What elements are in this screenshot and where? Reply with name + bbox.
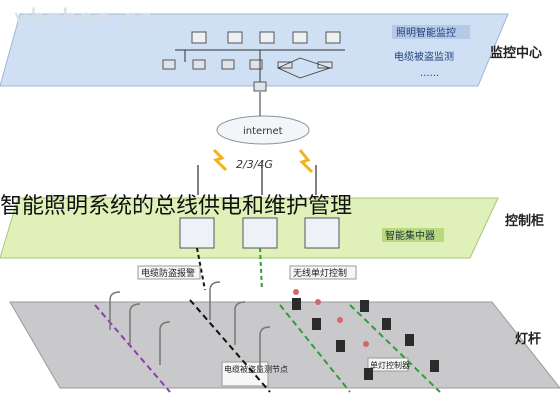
lamp-heads (293, 289, 369, 347)
controller-icon (382, 318, 391, 330)
callout-box (367, 357, 409, 372)
lamp-head-icon (363, 341, 369, 347)
server-icon (191, 31, 207, 44)
router-icon (253, 81, 267, 92)
lamp-pole-layer (9, 301, 560, 389)
concentrator-box (304, 217, 340, 249)
street-lamp-icon (159, 321, 171, 365)
lamp-head-icon (315, 299, 321, 305)
controller-icon (336, 340, 345, 352)
callout-theft-node: 电缆被盗监测节点 (224, 364, 288, 374)
computer-icon (192, 59, 206, 70)
street-lamp-group (109, 281, 271, 372)
lamp-head-icon (337, 317, 343, 323)
computer-icon (162, 59, 176, 70)
monitoring-label-2: 电缆被盗监测 (394, 50, 454, 63)
callout-box (289, 265, 357, 280)
green-cable (349, 304, 441, 393)
monitoring-label-box-1 (392, 25, 470, 39)
purple-cable (94, 304, 171, 393)
computer-icon (317, 61, 333, 69)
lightning-icon (212, 148, 228, 172)
side-label-control-cabinet: 控制柜 (505, 214, 545, 229)
green-cable (279, 304, 351, 393)
callout-lamp-controller: 单灯控制器 (370, 360, 410, 370)
lightning-icon (298, 149, 314, 174)
server-icon (227, 31, 243, 44)
concentrator-box (179, 217, 215, 249)
black-cable (189, 299, 271, 393)
controller-icon (292, 298, 301, 310)
side-label-monitoring-center: 监控中心 (490, 46, 543, 61)
watermark: ybzhan.cn (14, 4, 156, 32)
internet-label: internet (243, 126, 283, 137)
street-lamp-icon (109, 291, 121, 330)
server-icon (325, 31, 341, 44)
street-lamp-icon (129, 303, 141, 345)
computer-icon (221, 59, 235, 70)
monitoring-dots: ...... (420, 68, 439, 79)
concentrator-row (179, 217, 340, 249)
street-lamp-icon (259, 326, 271, 372)
controller-icon (405, 334, 414, 346)
concentrator-label: 智能集中器 (385, 229, 435, 242)
lamp-head-icon (293, 289, 299, 295)
callout-cable-alarm: 电缆防盗报警 (141, 267, 195, 279)
controller-icon (312, 318, 321, 330)
concentrator-label-box (382, 228, 444, 242)
server-row (191, 31, 341, 44)
controller-icon (430, 360, 439, 372)
server-icon (259, 31, 275, 44)
internet-cloud (216, 115, 310, 145)
callout-wireless: 无线单灯控制 (293, 267, 347, 279)
caption: 智能照明系统的总线供电和维护管理 (0, 194, 353, 219)
controller-icon (364, 368, 373, 380)
street-lamp-icon (234, 301, 246, 345)
concentrator-box (242, 217, 278, 249)
wireless-controllers (292, 298, 439, 380)
controller-icon (360, 300, 369, 312)
callout-box (137, 265, 201, 280)
street-lamp-icon (209, 281, 221, 320)
mobile-network-label: 2/3/4G (236, 158, 273, 171)
server-icon (292, 31, 308, 44)
monitoring-label-1: 照明智能监控 (396, 26, 456, 39)
side-label-lamp-pole: 灯杆 (515, 332, 542, 347)
computer-icon (249, 59, 263, 70)
